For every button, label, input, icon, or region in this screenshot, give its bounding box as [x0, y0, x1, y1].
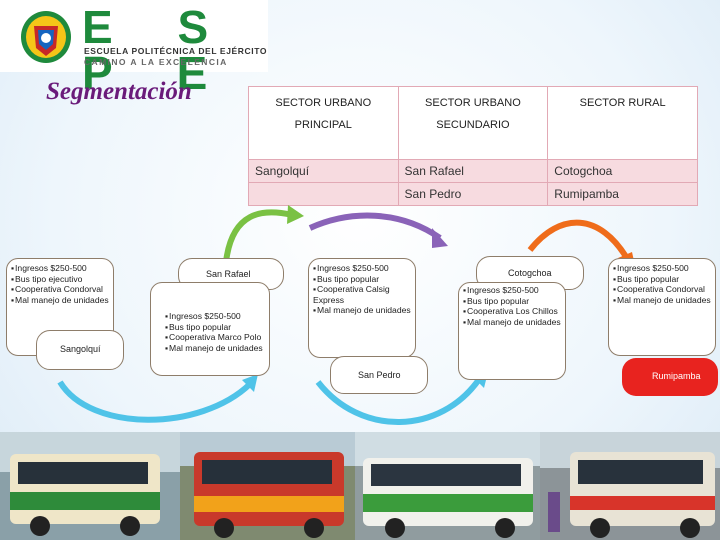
rumipamba-pill — [622, 358, 718, 396]
list-item: Bus tipo ejecutivo — [11, 274, 109, 285]
sangolqui-label: Sangolquí — [60, 344, 101, 354]
table-cell: Cotogchoa — [547, 159, 698, 183]
bus-photo-2 — [180, 432, 355, 540]
table-row: San Pedro Rumipamba — [248, 182, 698, 206]
logo-banner: E S P E ESCUELA POLITÉCNICA DEL EJÉRCITO… — [0, 0, 268, 96]
list-item: Cooperativa Condorval — [11, 284, 109, 295]
logo-subtitle: ESCUELA POLITÉCNICA DEL EJÉRCITO — [84, 46, 268, 56]
list-item: Cooperativa Calsig Express — [313, 284, 411, 305]
page-title: Segmentación — [46, 78, 192, 105]
cotogchoa-list: Ingresos $250-500 Bus tipo popular Coope… — [463, 285, 561, 327]
list-item: Cooperativa Los Chillos — [463, 306, 561, 317]
list-item: Mal manejo de unidades — [11, 295, 109, 306]
purple-arrow — [308, 212, 442, 241]
list-item: Mal manejo de unidades — [463, 317, 561, 328]
header-line: SECTOR URBANO — [275, 97, 372, 109]
list-item: Bus tipo popular — [613, 274, 711, 285]
espe-seal-icon — [21, 11, 71, 63]
purple-arrow-head — [432, 228, 448, 248]
list-item: Cooperativa Condorval — [613, 284, 711, 295]
san-pedro-box: Ingresos $250-500 Bus tipo popular Coope… — [308, 258, 416, 358]
list-item: Ingresos $250-500 — [313, 263, 411, 274]
list-item: Mal manejo de unidades — [613, 295, 711, 306]
blue-arrow-head — [242, 374, 258, 392]
list-item: Bus tipo popular — [313, 274, 411, 285]
cotogchoa-label: Cotogchoa — [508, 268, 552, 278]
logo-letters: E S P E — [82, 1, 235, 99]
bus-photo-4 — [540, 432, 720, 540]
bus-photo-1 — [0, 432, 180, 540]
table-cell: Rumipamba — [547, 182, 698, 206]
list-item: Bus tipo popular — [463, 296, 561, 307]
header-urbano-principal: SECTOR URBANO PRINCIPAL — [248, 86, 399, 160]
list-item: Ingresos $250-500 — [11, 263, 109, 274]
header-line: SECUNDARIO — [436, 119, 510, 131]
cotogchoa-box: Ingresos $250-500 Bus tipo popular Coope… — [458, 282, 566, 380]
orange-arrow — [527, 219, 631, 262]
header-line: SECTOR URBANO — [425, 97, 521, 109]
list-item: Mal manejo de unidades — [313, 305, 411, 316]
list-item: Cooperativa Marco Polo — [165, 332, 265, 343]
table-cell — [248, 182, 399, 206]
bus-photo-3 — [355, 432, 540, 540]
sangolqui-pill — [36, 330, 124, 370]
logo-motto: CAMINO A LA EXCELENCIA — [84, 57, 228, 67]
table-row: Sangolquí San Rafael Cotogchoa — [248, 159, 698, 183]
segmentation-table: SECTOR URBANO PRINCIPAL SECTOR URBANO SE… — [248, 86, 698, 206]
san-rafael-label: San Rafael — [206, 269, 251, 279]
green-arrow — [223, 209, 293, 263]
san-pedro-pill — [330, 356, 428, 394]
san-rafael-list: Ingresos $250-500 Bus tipo popular Coope… — [165, 311, 265, 353]
green-arrow-head — [287, 205, 304, 224]
list-item: Ingresos $250-500 — [613, 263, 711, 274]
sangolqui-list: Ingresos $250-500 Bus tipo ejecutivo Coo… — [11, 263, 109, 305]
table-header-row: SECTOR URBANO PRINCIPAL SECTOR URBANO SE… — [248, 86, 698, 160]
header-line: SECTOR RURAL — [579, 97, 666, 109]
rumipamba-box: Ingresos $250-500 Bus tipo popular Coope… — [608, 258, 716, 356]
rumipamba-label: Rumipamba — [652, 371, 701, 381]
header-line: PRINCIPAL — [294, 119, 352, 131]
table-cell: San Pedro — [397, 182, 549, 206]
header-rural: SECTOR RURAL — [547, 86, 698, 160]
san-pedro-list: Ingresos $250-500 Bus tipo popular Coope… — [313, 263, 411, 316]
table-cell: San Rafael — [397, 159, 549, 183]
san-pedro-label: San Pedro — [358, 370, 401, 380]
list-item: Ingresos $250-500 — [165, 311, 265, 322]
table-cell: Sangolquí — [248, 159, 399, 183]
rumipamba-list: Ingresos $250-500 Bus tipo popular Coope… — [613, 263, 711, 305]
list-item: Mal manejo de unidades — [165, 343, 265, 354]
blue-arrow-2 — [315, 376, 483, 425]
san-rafael-box: Ingresos $250-500 Bus tipo popular Coope… — [150, 282, 270, 376]
list-item: Bus tipo popular — [165, 322, 265, 333]
list-item: Ingresos $250-500 — [463, 285, 561, 296]
blue-arrow — [57, 380, 253, 423]
header-urbano-secundario: SECTOR URBANO SECUNDARIO — [397, 86, 549, 160]
